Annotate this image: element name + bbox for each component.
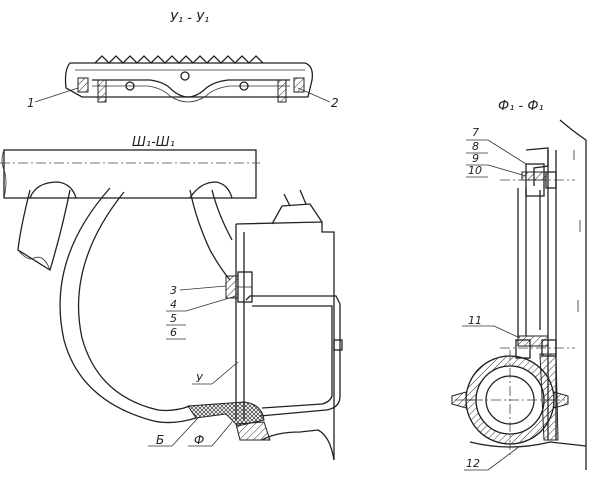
callout-8: 8	[472, 140, 479, 153]
callout-b: Б	[156, 433, 164, 447]
section-view-y1: У₁ - У₁ 1 2	[27, 11, 339, 110]
callout-6: 6	[170, 326, 177, 339]
callout-11: 11	[468, 314, 482, 327]
callout-10: 10	[468, 164, 482, 177]
section-title-sh1: Ш₁-Ш₁	[132, 135, 175, 150]
callout-5: 5	[170, 312, 177, 325]
callout-3: 3	[170, 284, 177, 297]
section-title-y1: У₁ - У₁	[170, 11, 209, 26]
section-view-f1: Ф₁ - Ф₁ 7	[451, 99, 587, 471]
callout-12: 12	[466, 457, 480, 470]
callout-4: 4	[170, 298, 177, 311]
callout-7: 7	[472, 126, 479, 139]
callout-2: 2	[331, 96, 339, 110]
callout-1: 1	[27, 96, 35, 110]
section-title-f1: Ф₁ - Ф₁	[498, 99, 544, 114]
callout-f: Ф	[194, 433, 204, 447]
callout-u: У	[196, 372, 204, 385]
section-view-sh1: Ш₁-Ш₁	[0, 135, 343, 461]
callout-9: 9	[472, 152, 479, 165]
